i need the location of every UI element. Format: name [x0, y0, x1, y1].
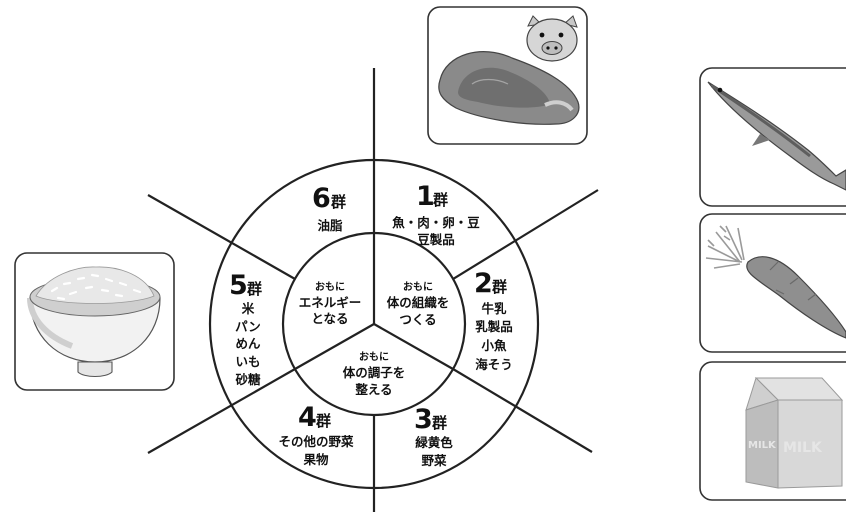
group-4-food-1: その他の野菜 [278, 434, 354, 449]
group-6: 6 群 油脂 [312, 183, 346, 233]
rice-bowl-icon [27, 266, 161, 378]
spoke-upper-right [452, 189, 599, 280]
group-1: 1 群 魚・肉・卵・豆 豆製品 [392, 181, 480, 247]
body-building-line-1: 体の組織を [387, 295, 450, 310]
body-building-line-2: つくる [399, 312, 436, 327]
milk-label-front: MILK [783, 440, 823, 456]
group-5-food-5: 砂糖 [234, 372, 261, 387]
meat-panel [427, 6, 588, 145]
carrot-panel [699, 213, 846, 353]
group-3-number: 3 [414, 404, 433, 435]
milk-panel: MILK MILK [699, 361, 846, 501]
group-6-label: 群 [331, 193, 346, 211]
group-4: 4 群 その他の野菜 果物 [278, 402, 354, 467]
inner-divider-left [294, 323, 375, 370]
regulate-line-1: 体の調子を [343, 365, 406, 380]
group-5-food-4: いも [235, 354, 260, 369]
spoke-lower-left [147, 368, 296, 454]
group-3: 3 群 緑黄色 野菜 [414, 404, 453, 468]
milk-carton-icon: MILK MILK [745, 377, 844, 489]
group-2-food-4: 海そう [475, 357, 513, 372]
milk-label-side: MILK [748, 440, 777, 451]
group-1-food-2: 豆製品 [417, 232, 455, 247]
spoke-upper-left [147, 194, 296, 280]
body-building-lead: おもに [403, 281, 433, 293]
meat-icon [438, 51, 580, 125]
energy-line-1: エネルギー [299, 295, 362, 310]
group-5-label: 群 [247, 280, 262, 298]
wheel [147, 68, 599, 512]
group-1-label: 群 [433, 191, 448, 209]
pig-icon [526, 15, 578, 62]
group-4-label: 群 [316, 412, 331, 430]
group-3-food-1: 緑黄色 [415, 435, 453, 450]
group-4-number: 4 [298, 402, 317, 433]
energy-lead: おもに [315, 281, 345, 293]
spoke-lower-right [452, 368, 593, 453]
group-2-food-2: 乳製品 [475, 319, 513, 334]
group-4-food-2: 果物 [302, 452, 329, 467]
group-5: 5 群 米 パン めん いも 砂糖 [229, 270, 262, 387]
group-2-number: 2 [474, 268, 493, 299]
carrot-icon [705, 225, 846, 339]
group-5-food-2: パン [235, 319, 261, 334]
group-1-food-1: 魚・肉・卵・豆 [392, 215, 480, 230]
energy-line-2: となる [311, 311, 348, 326]
group-5-food-1: 米 [241, 301, 255, 316]
group-3-food-2: 野菜 [421, 453, 447, 468]
group-5-food-3: めん [235, 336, 261, 351]
center-label-body-building: おもに 体の組織を つくる [387, 281, 450, 327]
group-5-number: 5 [229, 270, 248, 301]
rice-panel [14, 252, 175, 391]
inner-divider-right [373, 323, 454, 370]
group-2-food-1: 牛乳 [481, 301, 507, 316]
center-label-energy: おもに エネルギー となる [299, 281, 362, 326]
group-3-label: 群 [432, 414, 447, 432]
saury-fish-icon [707, 81, 846, 191]
group-6-number: 6 [312, 183, 331, 214]
regulate-line-2: 整える [355, 382, 392, 397]
regulate-lead: おもに [359, 351, 389, 363]
group-1-number: 1 [416, 181, 435, 212]
group-2-food-3: 小魚 [480, 338, 507, 353]
fish-panel [699, 67, 846, 207]
group-6-food-1: 油脂 [317, 218, 343, 233]
group-2: 2 群 牛乳 乳製品 小魚 海そう [474, 268, 513, 372]
group-2-label: 群 [492, 278, 507, 296]
center-label-regulate: おもに 体の調子を 整える [343, 351, 406, 397]
